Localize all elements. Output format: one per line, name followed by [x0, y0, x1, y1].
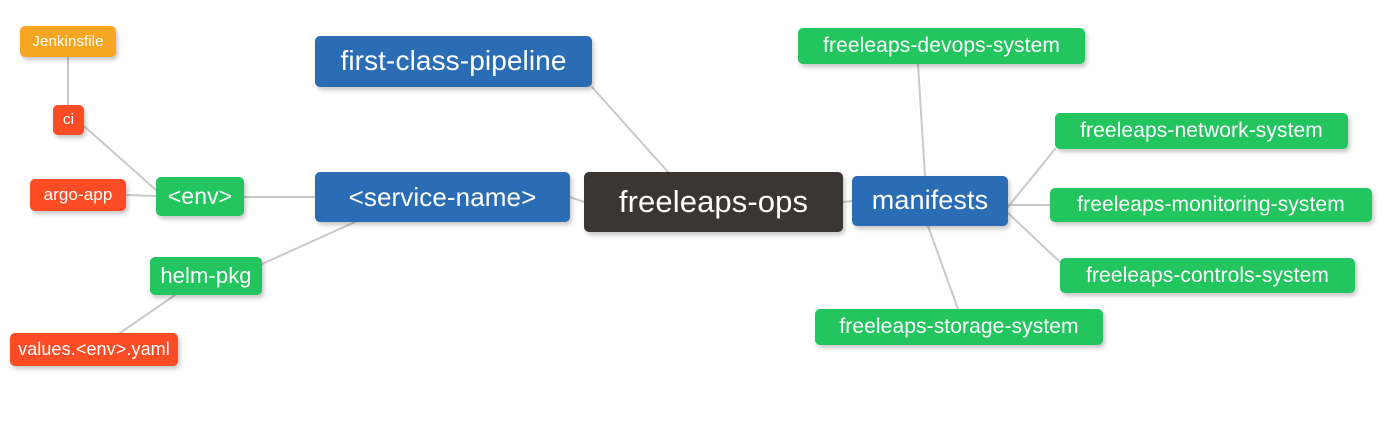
- mindmap-node-manifests[interactable]: manifests: [852, 176, 1008, 226]
- edge-manifests-to-freeleaps-devops-system: [917, 63, 926, 177]
- mindmap-node-freeleaps-controls-system[interactable]: freeleaps-controls-system: [1060, 258, 1355, 293]
- mindmap-node-argo-app[interactable]: argo-app: [30, 179, 126, 211]
- node-label-freeleaps-network-system: freeleaps-network-system: [1080, 119, 1323, 142]
- node-label-service-name: <service-name>: [348, 181, 537, 212]
- mindmap-node-service-name[interactable]: <service-name>: [315, 172, 570, 222]
- edge-helm-pkg-to-values-env-yaml: [119, 294, 176, 334]
- edge-freeleaps-ops-to-service-name: [569, 196, 585, 203]
- node-label-manifests: manifests: [871, 185, 989, 215]
- mindmap-node-freeleaps-storage-system[interactable]: freeleaps-storage-system: [815, 309, 1103, 345]
- edge-manifests-to-freeleaps-network-system: [1007, 148, 1056, 208]
- node-label-ci: ci: [62, 111, 75, 128]
- mindmap-node-freeleaps-monitoring-system[interactable]: freeleaps-monitoring-system: [1050, 188, 1372, 222]
- node-label-values-env-yaml: values.<env>.yaml: [18, 339, 170, 359]
- mindmap-node-helm-pkg[interactable]: helm-pkg: [150, 257, 262, 295]
- node-label-argo-app: argo-app: [43, 185, 113, 204]
- node-label-env: <env>: [167, 182, 233, 209]
- mindmap-node-freeleaps-network-system[interactable]: freeleaps-network-system: [1055, 113, 1348, 149]
- node-label-first-class-pipeline: first-class-pipeline: [340, 45, 567, 76]
- node-label-freeleaps-storage-system: freeleaps-storage-system: [839, 315, 1079, 338]
- mindmap-node-env[interactable]: <env>: [156, 177, 244, 216]
- node-label-freeleaps-controls-system: freeleaps-controls-system: [1086, 263, 1329, 287]
- mindmap-node-first-class-pipeline[interactable]: first-class-pipeline: [315, 36, 592, 87]
- node-label-jenkinsfile: Jenkinsfile: [32, 32, 104, 50]
- node-label-helm-pkg: helm-pkg: [160, 262, 252, 288]
- edge-env-to-argo-app: [125, 194, 157, 197]
- mindmap-node-freeleaps-ops[interactable]: freeleaps-ops: [584, 172, 843, 232]
- edge-manifests-to-freeleaps-storage-system: [927, 225, 959, 310]
- edge-service-name-to-helm-pkg: [261, 221, 356, 265]
- mindmap-node-freeleaps-devops-system[interactable]: freeleaps-devops-system: [798, 28, 1085, 64]
- node-label-freeleaps-monitoring-system: freeleaps-monitoring-system: [1077, 193, 1345, 216]
- node-label-freeleaps-devops-system: freeleaps-devops-system: [823, 34, 1060, 57]
- edge-freeleaps-ops-to-first-class-pipeline: [591, 86, 669, 173]
- node-label-freeleaps-ops: freeleaps-ops: [618, 184, 809, 219]
- mindmap-node-jenkinsfile[interactable]: Jenkinsfile: [20, 26, 116, 57]
- mindmap-node-ci[interactable]: ci: [53, 105, 84, 135]
- edge-freeleaps-ops-to-manifests: [842, 200, 853, 203]
- mindmap-node-values-env-yaml[interactable]: values.<env>.yaml: [10, 333, 178, 366]
